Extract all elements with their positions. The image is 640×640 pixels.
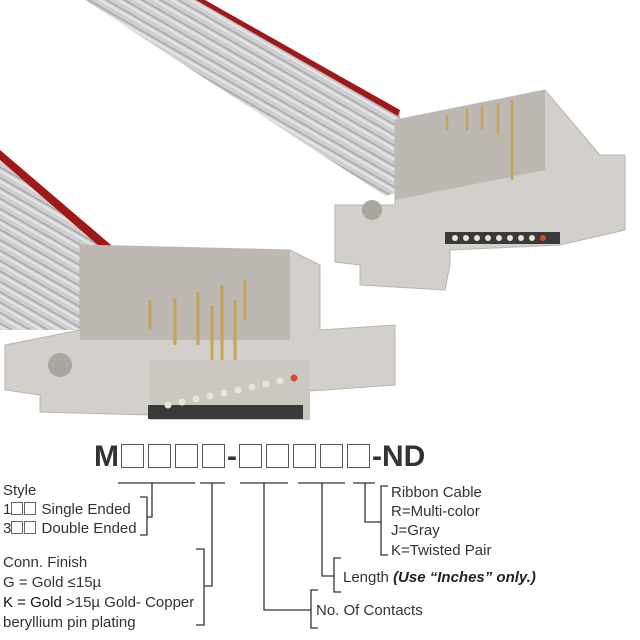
ribbon-cable-top	[85, 0, 400, 196]
cable-option-r: R=Multi-color	[391, 503, 480, 520]
part-number-prefix: M	[94, 440, 119, 473]
part-number-suffix: -ND	[372, 440, 426, 473]
length-label: Length (Use “Inches” only.)	[343, 569, 536, 586]
contacts-label: No. Of Contacts	[316, 602, 423, 619]
part-number-leader-lines	[118, 482, 388, 629]
style-option-single: 1 Single Ended	[3, 501, 131, 518]
connector-left	[4, 244, 396, 420]
style-title: Style	[3, 482, 37, 499]
part-number-template: M - -ND	[94, 440, 425, 474]
part-number-separator: -	[227, 440, 237, 473]
cable-title: Ribbon Cable	[391, 484, 482, 501]
cable-option-j: J=Gray	[391, 522, 440, 539]
finish-option-k: K = Gold >15µ Gold- Copper	[3, 594, 195, 611]
cable-option-k: K=Twisted Pair	[391, 542, 492, 559]
finish-option-k-detail: beryllium pin plating	[3, 614, 136, 631]
finish-title: Conn. Finish	[3, 554, 88, 571]
style-option-double: 3 Double Ended	[3, 520, 137, 537]
connector-right	[334, 89, 626, 291]
finish-option-g: G = Gold ≤15µ	[3, 574, 102, 591]
